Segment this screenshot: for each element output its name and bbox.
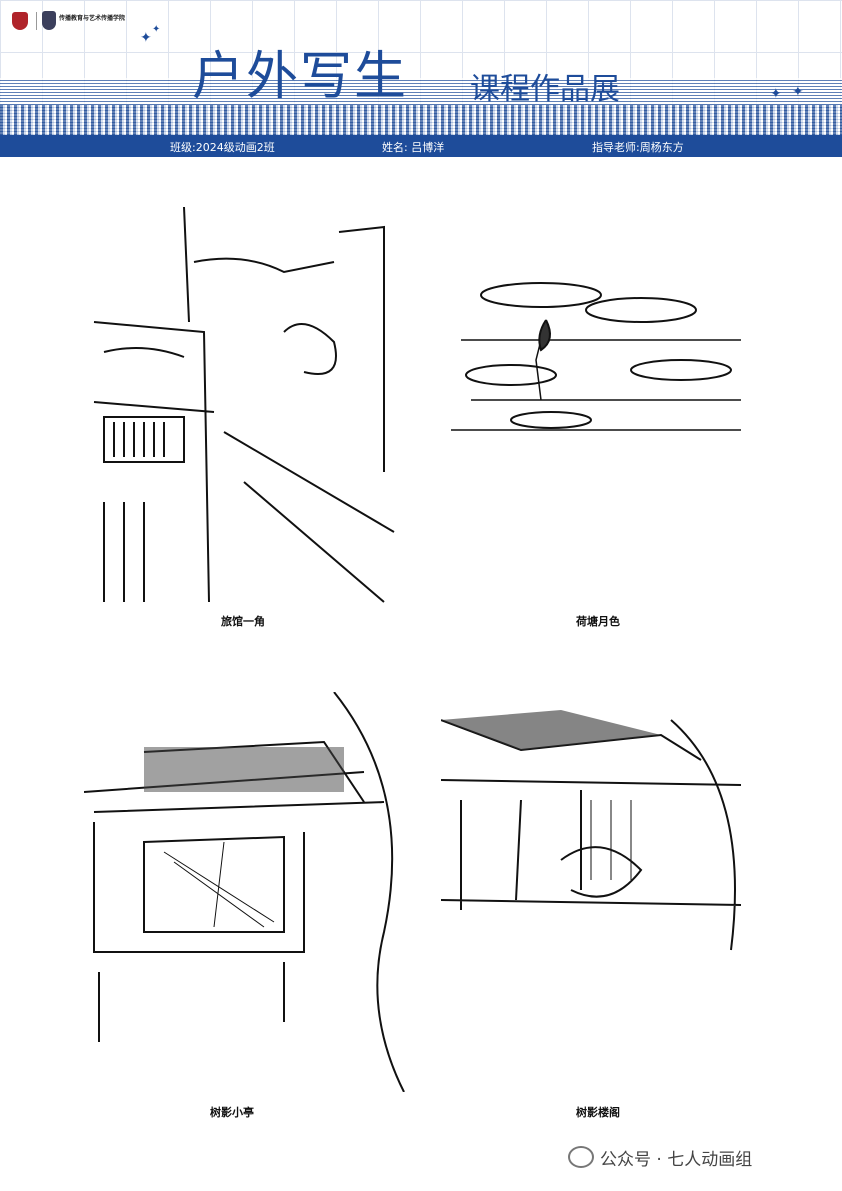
artwork-sketch-lotus-pond <box>441 200 757 600</box>
school-name: 传播教育与艺术传播学院 <box>59 15 126 22</box>
sparkle-icon: ✦ <box>770 86 782 102</box>
teacher-label: 指导老师:周杨东方 <box>592 141 684 154</box>
wechat-icon <box>568 1146 594 1168</box>
student-name: 姓名: 吕博洋 <box>382 141 445 154</box>
watermark-text: 公众号 · 七人动画组 <box>600 1150 753 1170</box>
artwork-sketch-hotel <box>84 202 402 610</box>
sea-texture-dark <box>0 105 842 135</box>
artwork-caption: 树影小亭 <box>210 1106 254 1119</box>
college-logo-icon <box>42 11 56 30</box>
school-logo-icon <box>12 12 28 30</box>
class-label: 班级:2024级动画2班 <box>170 141 275 154</box>
logo-divider <box>36 12 37 30</box>
page-subtitle: 课程作品展 <box>470 72 620 107</box>
page-title: 户外写生 <box>192 47 409 107</box>
sparkle-icon: ✦ <box>140 30 152 46</box>
artwork-sketch-tower <box>440 690 757 990</box>
artwork-sketch-pavilion <box>83 691 420 1093</box>
header-banner: 传播教育与艺术传播学院 ✦ ✦ ✦ ✦ 户外写生 课程作品展 <box>0 0 842 135</box>
sparkle-icon: ✦ <box>792 84 804 100</box>
sparkle-icon: ✦ <box>152 24 161 35</box>
artwork-caption: 荷塘月色 <box>576 615 620 628</box>
artwork-caption: 旅馆一角 <box>221 615 265 628</box>
artwork-caption: 树影楼阁 <box>576 1106 620 1119</box>
info-bar: 班级:2024级动画2班 姓名: 吕博洋 指导老师:周杨东方 <box>0 135 842 157</box>
